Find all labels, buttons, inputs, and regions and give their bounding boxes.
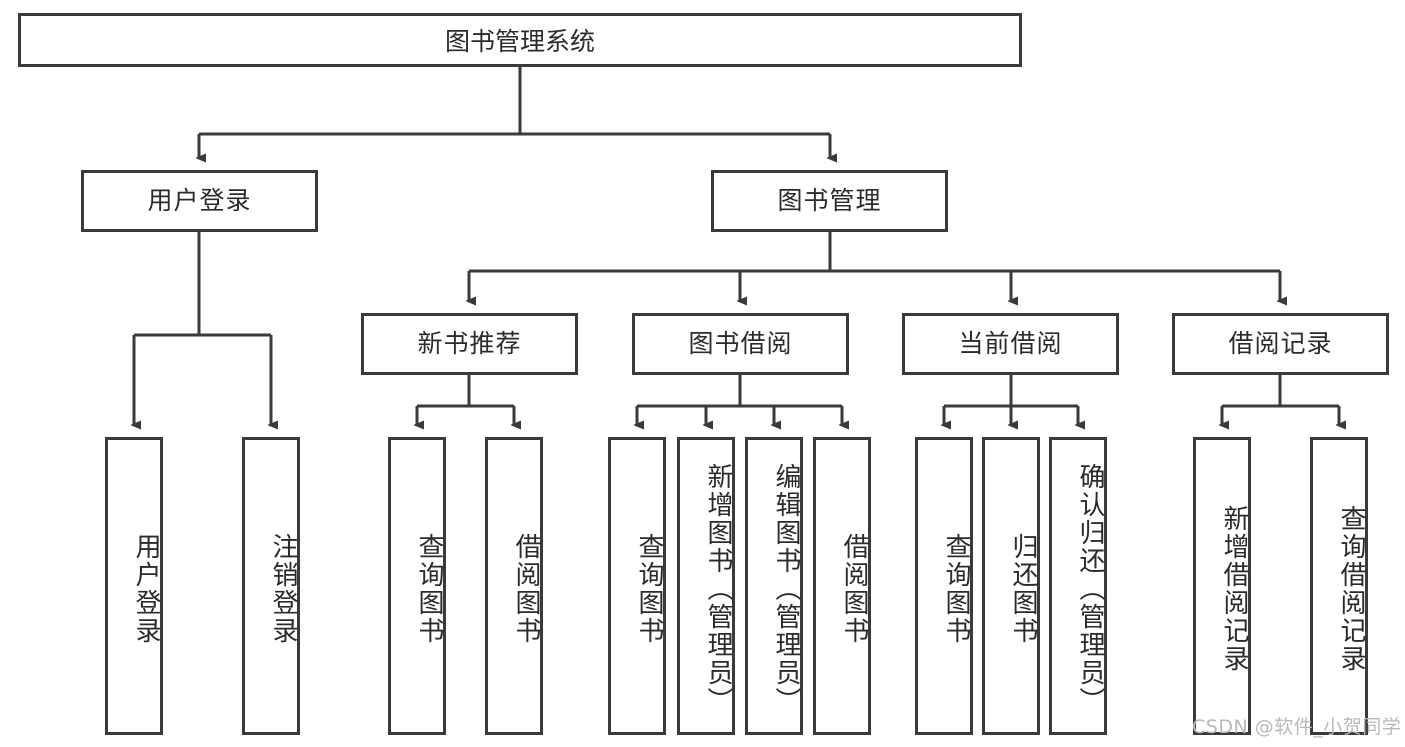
node-leaf-query-book-3[interactable]: 查询图书 (915, 437, 973, 735)
node-label: 用户登录 (131, 533, 161, 645)
node-label: 当前借阅 (958, 329, 1063, 358)
node-label: 借阅记录 (1228, 329, 1333, 358)
watermark: CSDN @软件_小贺同学 (1192, 716, 1402, 738)
node-new-book-recommend[interactable]: 新书推荐 (361, 313, 578, 375)
node-label: 新书推荐 (417, 329, 522, 358)
node-leaf-borrow-book-2[interactable]: 借阅图书 (813, 437, 871, 735)
node-label: 注销登录 (268, 533, 298, 645)
node-leaf-add-borrow-record[interactable]: 新增借阅记录 (1193, 437, 1251, 735)
node-label: 查询图书 (941, 533, 971, 645)
node-label: 用户登录 (147, 186, 252, 215)
node-book-management-system[interactable]: 图书管理系统 (18, 13, 1022, 67)
node-current-borrow[interactable]: 当前借阅 (902, 313, 1119, 375)
node-label: 查询图书 (414, 533, 444, 645)
node-label: 新增图书（管理员） (703, 463, 733, 715)
node-borrow-record[interactable]: 借阅记录 (1172, 313, 1389, 375)
node-label: 新增借阅记录 (1219, 505, 1249, 673)
node-leaf-borrow-book-1[interactable]: 借阅图书 (485, 437, 543, 735)
node-book-management[interactable]: 图书管理 (711, 170, 948, 232)
node-label: 图书借阅 (688, 329, 793, 358)
node-leaf-query-book-2[interactable]: 查询图书 (608, 437, 666, 735)
node-label: 查询借阅记录 (1336, 505, 1366, 673)
node-label: 编辑图书（管理员） (771, 463, 801, 715)
node-leaf-return-book[interactable]: 归还图书 (982, 437, 1040, 735)
node-label: 归还图书 (1008, 533, 1038, 645)
node-leaf-confirm-return[interactable]: 确认归还（管理员） (1049, 437, 1107, 735)
node-leaf-query-borrow-record[interactable]: 查询借阅记录 (1310, 437, 1368, 735)
node-label: 借阅图书 (511, 533, 541, 645)
node-user-login[interactable]: 用户登录 (81, 170, 318, 232)
node-label: 查询图书 (634, 533, 664, 645)
node-label: 图书管理 (777, 186, 882, 215)
node-leaf-edit-book[interactable]: 编辑图书（管理员） (745, 437, 803, 735)
node-label: 图书管理系统 (444, 27, 595, 56)
node-leaf-logout-login[interactable]: 注销登录 (242, 437, 300, 735)
node-label: 借阅图书 (839, 533, 869, 645)
node-label: 确认归还（管理员） (1075, 463, 1105, 715)
node-leaf-user-login[interactable]: 用户登录 (105, 437, 163, 735)
node-leaf-query-book-1[interactable]: 查询图书 (388, 437, 446, 735)
node-book-borrow[interactable]: 图书借阅 (632, 313, 849, 375)
node-leaf-add-book[interactable]: 新增图书（管理员） (677, 437, 735, 735)
